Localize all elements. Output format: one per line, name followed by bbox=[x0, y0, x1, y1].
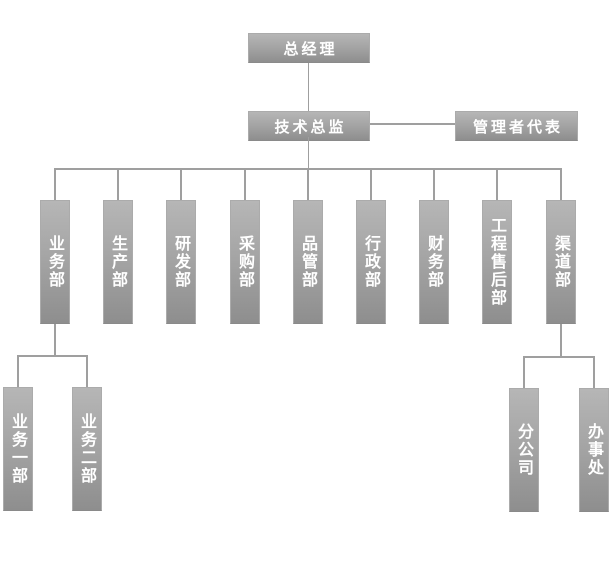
dept-label: 研发部 bbox=[172, 235, 191, 289]
node-dept-channel: 渠道部 bbox=[546, 200, 576, 324]
connector-drop-production bbox=[117, 168, 119, 200]
dept-label: 业务一部 bbox=[9, 413, 28, 485]
node-dept-production: 生产部 bbox=[103, 200, 133, 324]
dept-label: 品管部 bbox=[299, 235, 318, 289]
dept-label: 财务部 bbox=[425, 235, 444, 289]
dept-label: 工程售后部 bbox=[488, 217, 507, 307]
dept-label: 行政部 bbox=[362, 235, 381, 289]
dept-label: 生产部 bbox=[109, 235, 128, 289]
connector-director-to-representative bbox=[370, 123, 455, 125]
connector-drop-purchasing bbox=[244, 168, 246, 200]
node-management-representative: 管理者代表 bbox=[455, 111, 578, 141]
connector-drop-finance bbox=[433, 168, 435, 200]
connector-channel-trunk bbox=[560, 324, 562, 356]
node-dept-engineering-aftersales: 工程售后部 bbox=[482, 200, 512, 324]
connector-drop-rnd bbox=[180, 168, 182, 200]
dept-label: 渠道部 bbox=[552, 235, 571, 289]
connector-business-branch bbox=[17, 355, 88, 357]
node-general-manager: 总经理 bbox=[248, 33, 370, 63]
connector-drop-rep-office bbox=[593, 356, 595, 388]
connector-drop-aftersales bbox=[496, 168, 498, 200]
node-dept-finance: 财务部 bbox=[419, 200, 449, 324]
node-technical-director: 技术总监 bbox=[248, 111, 370, 141]
dept-label: 办事处 bbox=[585, 423, 604, 477]
connector-drop-business-2 bbox=[86, 355, 88, 387]
connector-drop-business bbox=[54, 168, 56, 200]
connector-director-trunk bbox=[307, 137, 309, 168]
node-dept-admin: 行政部 bbox=[356, 200, 386, 324]
node-dept-business: 业务部 bbox=[40, 200, 70, 324]
connector-channel-branch bbox=[523, 356, 595, 358]
node-branch-company: 分公司 bbox=[509, 388, 539, 512]
connector-gm-to-director bbox=[307, 63, 309, 111]
node-dept-purchasing: 采购部 bbox=[230, 200, 260, 324]
node-dept-rnd: 研发部 bbox=[166, 200, 196, 324]
connector-drop-business-1 bbox=[17, 355, 19, 387]
node-dept-quality: 品管部 bbox=[293, 200, 323, 324]
dept-label: 采购部 bbox=[236, 235, 255, 289]
node-business-sub-1: 业务一部 bbox=[3, 387, 33, 511]
connector-drop-admin bbox=[370, 168, 372, 200]
connector-drop-quality bbox=[307, 168, 309, 200]
dept-label: 分公司 bbox=[515, 423, 534, 477]
connector-drop-channel bbox=[560, 168, 562, 200]
node-business-sub-2: 业务二部 bbox=[72, 387, 102, 511]
dept-label: 业务二部 bbox=[78, 413, 97, 485]
node-representative-office: 办事处 bbox=[579, 388, 609, 512]
connector-business-trunk bbox=[54, 324, 56, 355]
connector-drop-branch-company bbox=[523, 356, 525, 388]
dept-label: 业务部 bbox=[46, 235, 65, 289]
